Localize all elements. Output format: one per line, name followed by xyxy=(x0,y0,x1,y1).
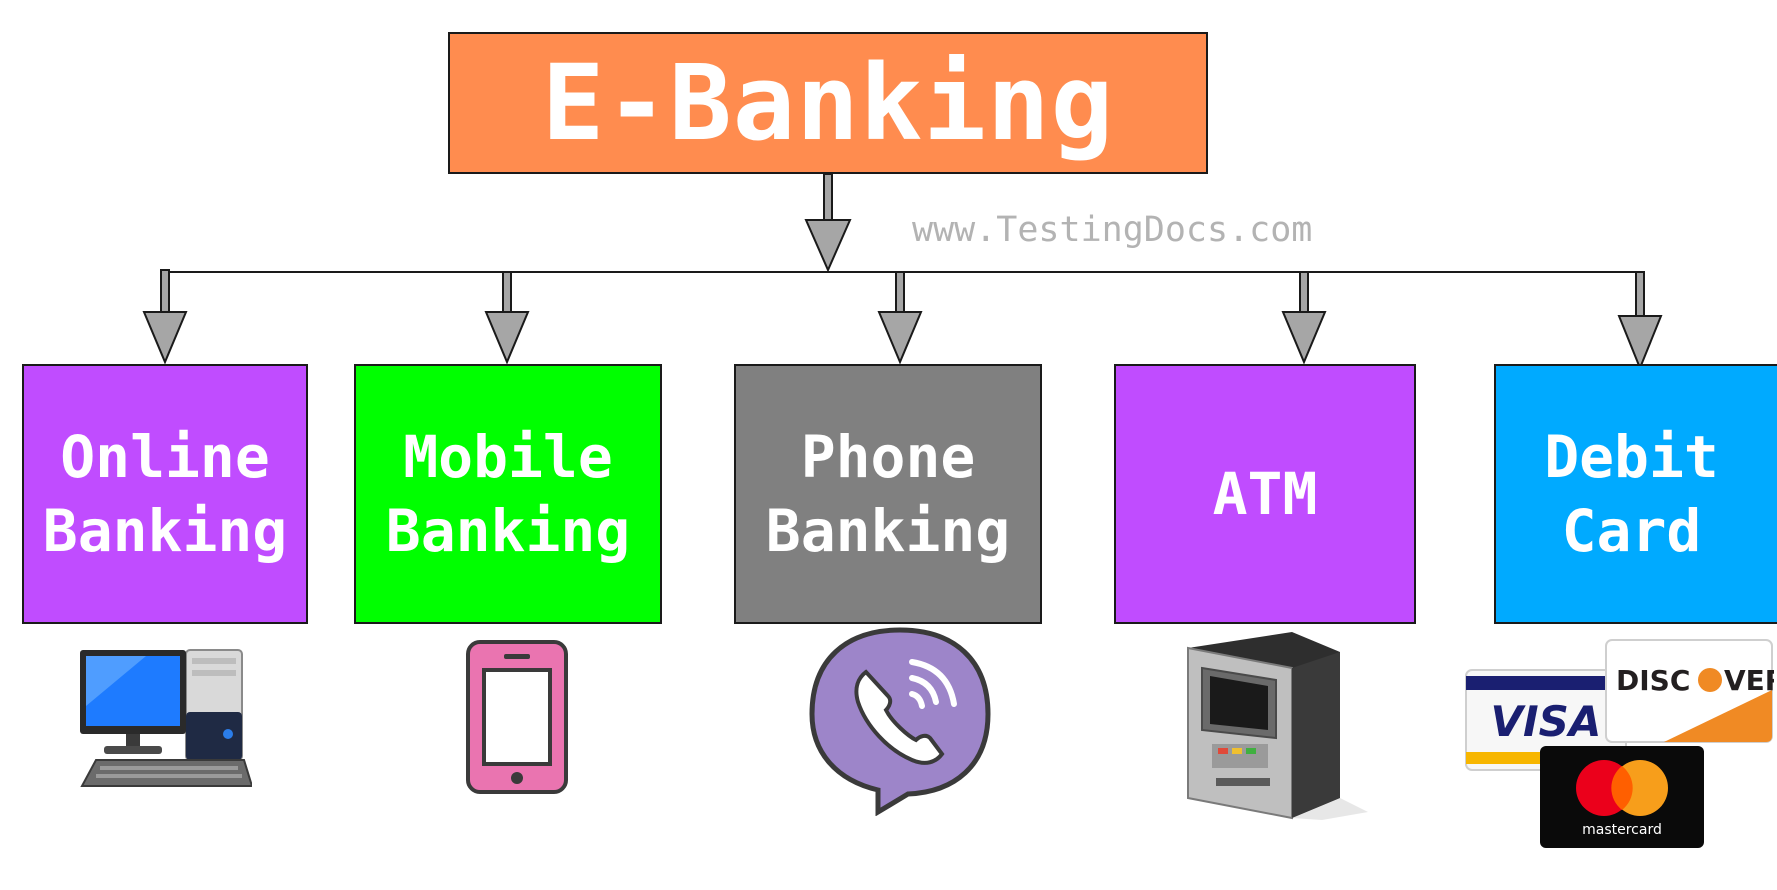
payment-cards-icon: VISA DISC VER mastercard xyxy=(1465,639,1774,848)
node-label-line1: Debit xyxy=(1544,423,1719,491)
smartphone-icon xyxy=(466,640,568,794)
node-label-line1: ATM xyxy=(1212,460,1318,528)
discover-card-icon: DISC VER xyxy=(1605,639,1774,743)
atm-machine-icon xyxy=(1187,632,1368,820)
root-node-e-banking: E-Banking xyxy=(448,32,1208,174)
root-title: E-Banking xyxy=(541,42,1115,164)
node-mobile-banking: Mobile Banking xyxy=(354,364,662,624)
discover-label-left: DISC xyxy=(1616,664,1690,697)
node-label-line1: Mobile xyxy=(403,423,613,491)
node-label-line2: Banking xyxy=(765,497,1011,565)
node-online-banking: Online Banking xyxy=(22,364,308,624)
node-label-line2: Banking xyxy=(385,497,631,565)
node-label-line1: Online xyxy=(60,423,270,491)
mastercard-label: mastercard xyxy=(1582,822,1662,838)
node-label-line1: Phone xyxy=(800,423,976,491)
desktop-computer-icon xyxy=(80,649,252,787)
phone-chat-icon xyxy=(809,627,991,816)
visa-label: VISA xyxy=(1491,697,1602,746)
arrow-phone-banking xyxy=(877,271,923,365)
mastercard-card-icon: mastercard xyxy=(1540,746,1704,848)
discover-label-right: VER xyxy=(1724,664,1774,697)
node-debit-card: Debit Card xyxy=(1494,364,1777,624)
node-phone-banking: Phone Banking xyxy=(734,364,1042,624)
node-label-line2: Banking xyxy=(42,497,288,565)
arrow-mobile-banking xyxy=(484,271,530,365)
watermark-text: www.TestingDocs.com xyxy=(912,210,1313,250)
node-label-line2: Card xyxy=(1561,497,1702,565)
node-atm: ATM xyxy=(1114,364,1416,624)
arrow-debit-card xyxy=(1617,271,1663,371)
arrow-online-banking xyxy=(142,269,188,365)
root-down-arrow xyxy=(804,173,852,273)
arrow-atm xyxy=(1281,271,1327,365)
